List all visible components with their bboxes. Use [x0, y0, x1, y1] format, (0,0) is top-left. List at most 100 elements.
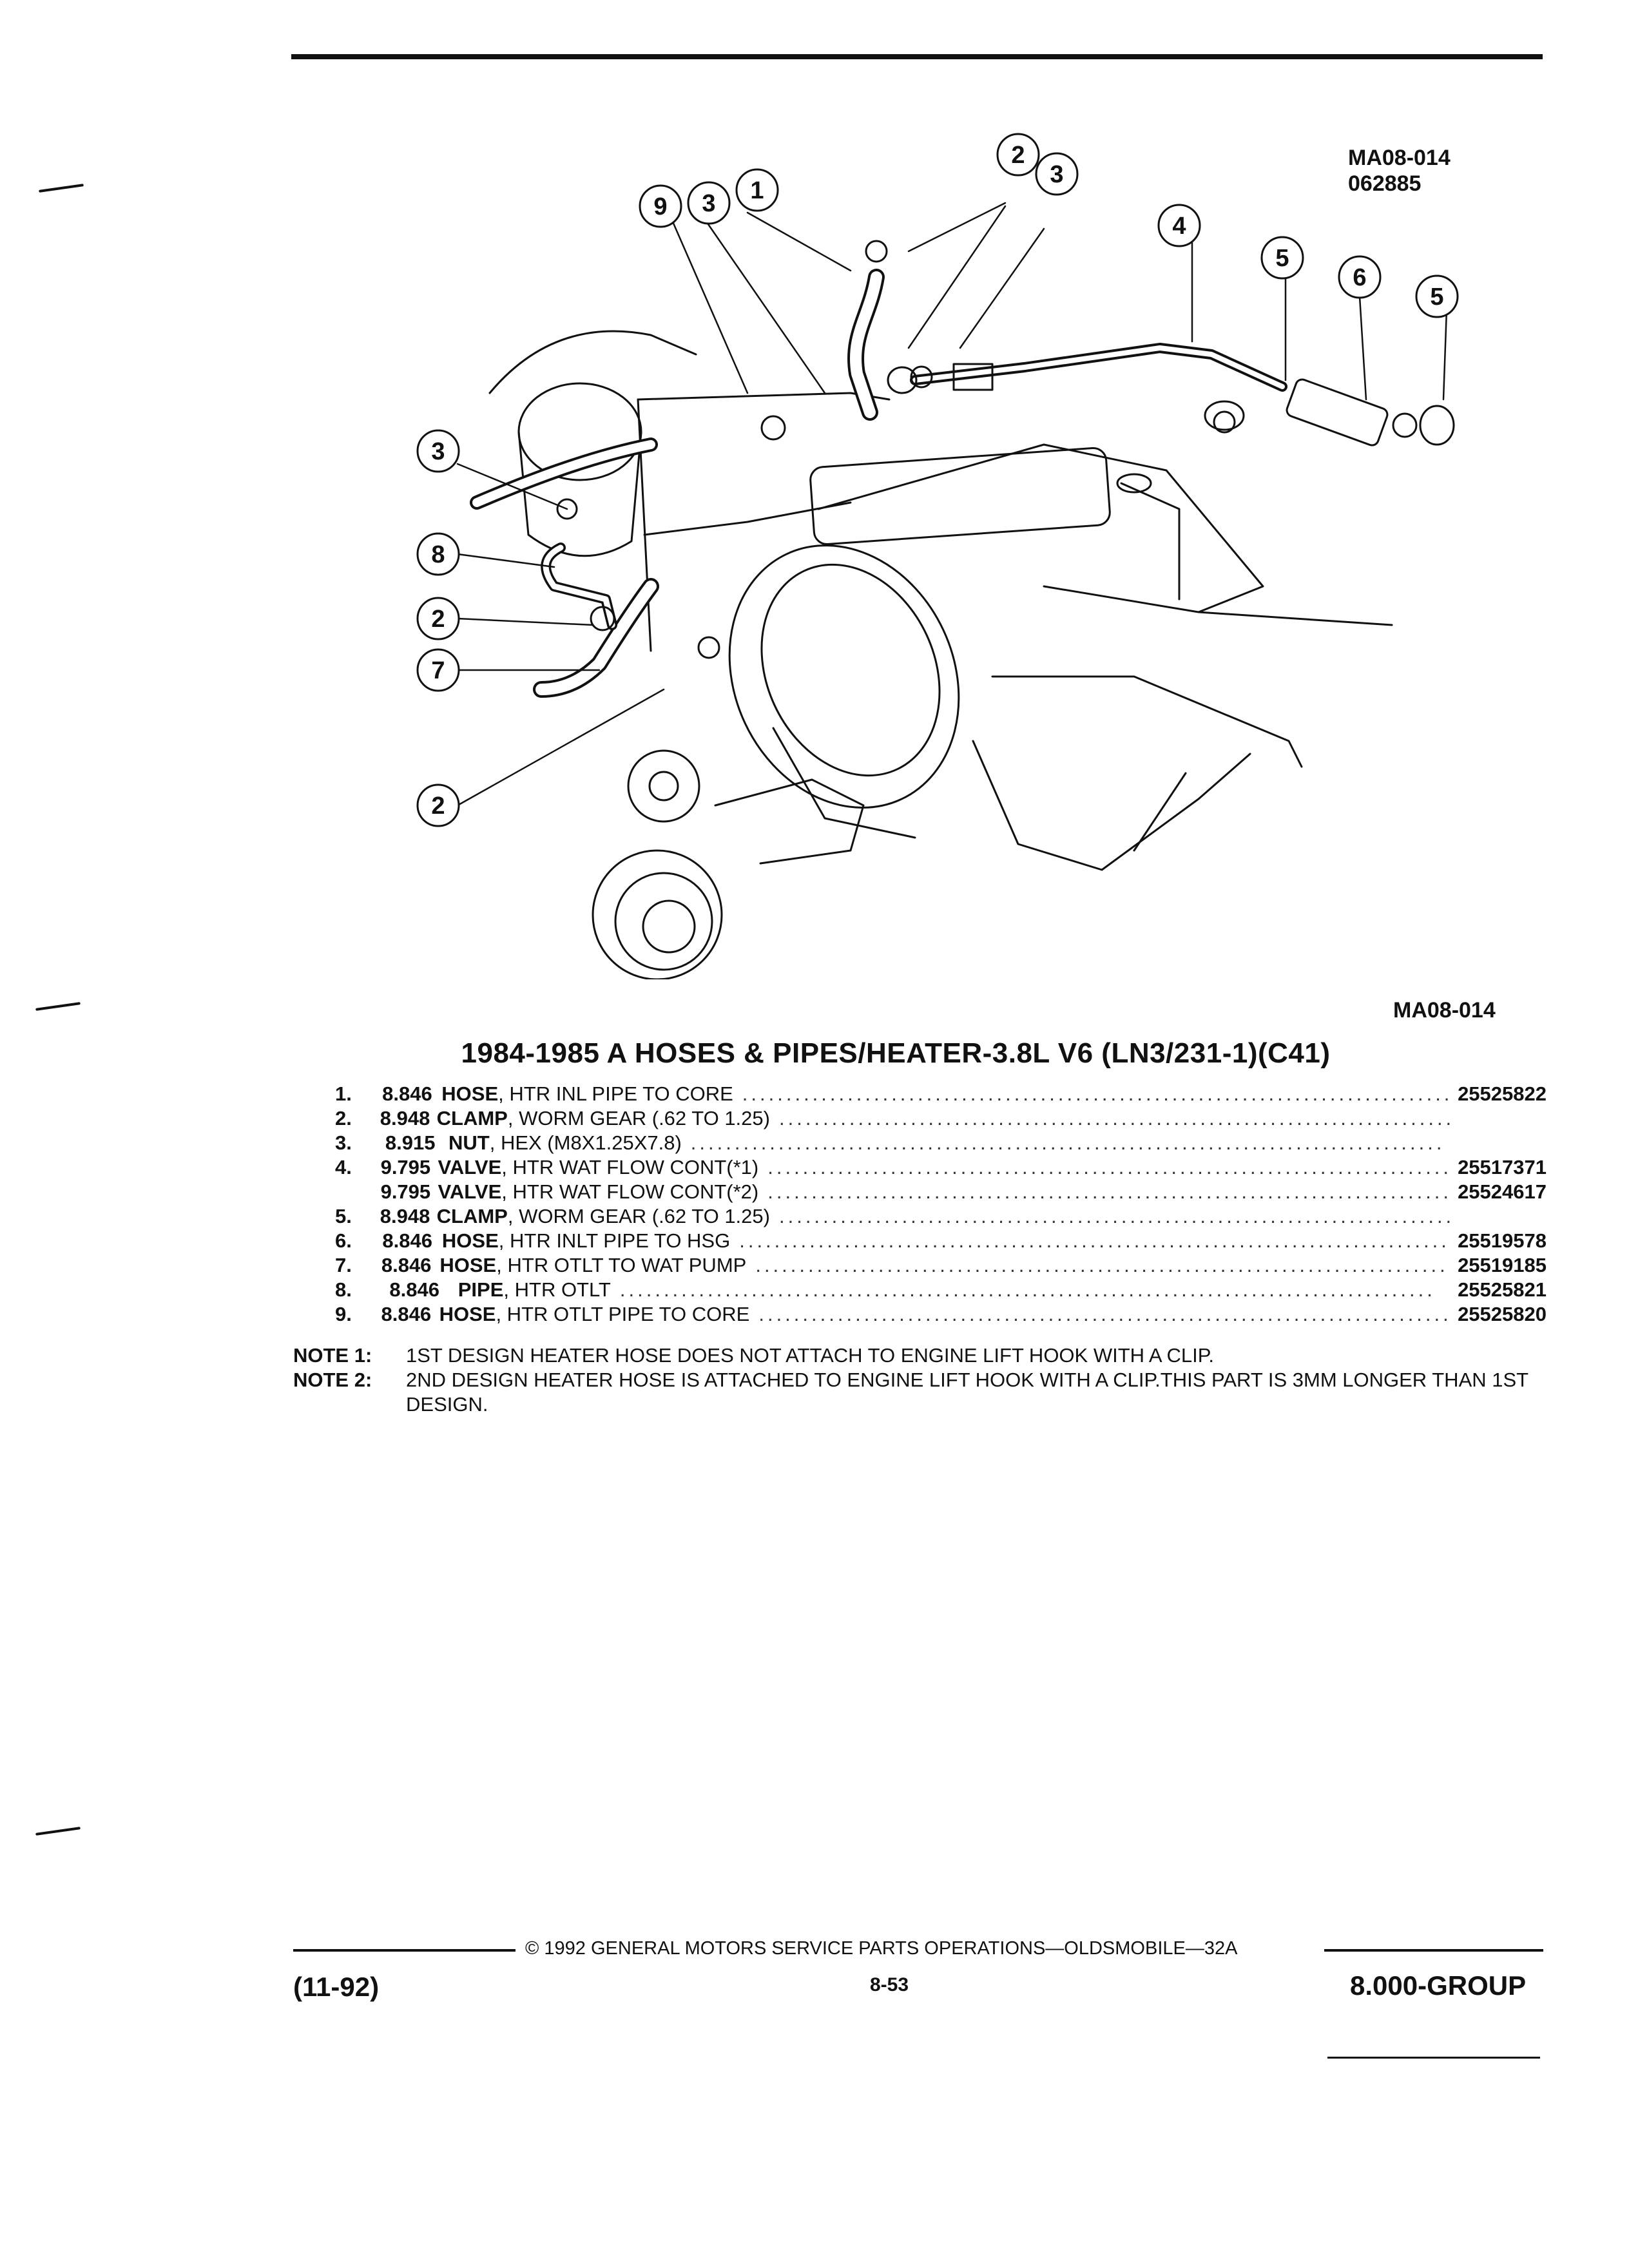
clamp-drawings	[556, 240, 1418, 659]
group-number: 8.948	[380, 1205, 430, 1227]
parts-row: 9. 8.846 HOSE, HTR OTLT PIPE TO CORE ...…	[335, 1303, 1547, 1327]
parts-list: 1. 8.846 HOSE, HTR INL PIPE TO CORE ....…	[335, 1082, 1547, 1327]
group-label: 8.000-GROUP	[1350, 1970, 1527, 2001]
svg-text:1: 1	[750, 177, 764, 204]
group-number: 8.915	[385, 1131, 436, 1154]
part-number: 25519578	[1458, 1229, 1547, 1252]
svg-text:2: 2	[431, 793, 445, 820]
parts-row: 6. 8.846 HOSE, HTR INLT PIPE TO HSG ....…	[335, 1229, 1547, 1254]
group-number: 8.846	[389, 1278, 439, 1301]
svg-text:3: 3	[702, 190, 715, 217]
callout-9	[639, 184, 682, 228]
part-number: 25525821	[1458, 1278, 1547, 1301]
leader-dots: ........................................…	[742, 1082, 1449, 1105]
section-title: 1984-1985 A HOSES & PIPES/HEATER-3.8L V6…	[461, 1037, 1331, 1069]
group-number: 8.846	[382, 1229, 432, 1252]
parts-row: 1. 8.846 HOSE, HTR INL PIPE TO CORE ....…	[335, 1082, 1547, 1107]
leader-dots: ........................................…	[767, 1180, 1449, 1203]
callout-2	[416, 597, 460, 640]
revision-date: (11-92)	[293, 1972, 380, 2002]
part-number: 25524617	[1458, 1180, 1547, 1203]
callout-6	[1338, 255, 1382, 299]
engine-heater-diagram: 9 3 1 2 3 4 5 6 5 3 8 2 7 2	[416, 133, 1459, 979]
parts-row: 2. 8.948 CLAMP, WORM GEAR (.62 TO 1.25) …	[335, 1107, 1547, 1131]
group-number: 9.795	[380, 1180, 431, 1203]
part-description: HOSE, HTR OTLT TO WAT PUMP	[439, 1254, 747, 1276]
water-pump-pulley-drawing	[592, 544, 960, 979]
leader-dots: ........................................…	[778, 1205, 1452, 1227]
part-description: HOSE, HTR INLT PIPE TO HSG	[441, 1229, 731, 1252]
parts-row: 4. 9.795 VALVE, HTR WAT FLOW CONT(*1) ..…	[335, 1156, 1547, 1180]
callout-7	[416, 648, 460, 692]
part-description: CLAMP, WORM GEAR (.62 TO 1.25)	[436, 1205, 770, 1227]
page-number: 8-53	[870, 1974, 909, 1995]
svg-text:2: 2	[1011, 142, 1025, 169]
item-number: 2.	[335, 1107, 352, 1129]
top-rule	[291, 54, 1543, 59]
svg-text:5: 5	[1430, 284, 1443, 311]
leader-dots: ........................................…	[778, 1107, 1452, 1129]
svg-text:3: 3	[431, 438, 445, 465]
part-description: VALVE, HTR WAT FLOW CONT(*1)	[438, 1156, 759, 1178]
svg-text:3: 3	[1050, 161, 1063, 188]
group-number: 8.846	[381, 1303, 432, 1325]
svg-text:4: 4	[1172, 213, 1186, 240]
leader-dots: ........................................…	[690, 1131, 1442, 1154]
group-number: 9.795	[380, 1156, 431, 1178]
svg-text:7: 7	[431, 657, 445, 684]
callout-5	[1415, 274, 1459, 318]
air-filter-drawing	[488, 330, 697, 557]
footer-bottom-rule	[1327, 2057, 1540, 2059]
copyright-line: © 1992 GENERAL MOTORS SERVICE PARTS OPER…	[525, 1938, 1238, 1959]
parts-row: 5. 8.948 CLAMP, WORM GEAR (.62 TO 1.25) …	[335, 1205, 1547, 1229]
callout-2	[416, 783, 460, 827]
leader-dots: ........................................…	[767, 1156, 1449, 1178]
callout-1	[735, 168, 779, 212]
footer-rule-left	[293, 1949, 516, 1952]
group-number: 8.948	[380, 1107, 430, 1129]
hose-drawing	[470, 269, 885, 698]
part-description: CLAMP, WORM GEAR (.62 TO 1.25)	[436, 1107, 770, 1129]
footer-rule-right	[1324, 1949, 1543, 1952]
item-number: 3.	[335, 1131, 352, 1154]
item-number: 7.	[335, 1254, 352, 1276]
svg-text:9: 9	[653, 193, 667, 220]
callout-3	[1035, 152, 1079, 196]
callout-labels: 9 3 1 2 3 4 5 6 5 3 8 2 7 2	[431, 142, 1443, 820]
part-number: 25517371	[1458, 1156, 1547, 1178]
group-number: 8.846	[382, 1082, 432, 1105]
part-number: 25519185	[1458, 1254, 1547, 1276]
callout-2	[996, 133, 1040, 177]
parts-row: 8. 8.846 PIPE, HTR OTLT ................…	[335, 1278, 1547, 1303]
binder-mark	[39, 184, 84, 193]
item-number: 9.	[335, 1303, 352, 1325]
item-number: 6.	[335, 1229, 352, 1252]
binder-mark	[35, 1827, 81, 1836]
svg-text:5: 5	[1275, 245, 1289, 272]
notes: NOTE 1: 1ST DESIGN HEATER HOSE DOES NOT …	[293, 1343, 1556, 1417]
part-description: HOSE, HTR INL PIPE TO CORE	[441, 1082, 733, 1105]
callout-circles	[416, 133, 1459, 827]
callout-5	[1260, 236, 1304, 280]
figure-date-code: 062885	[1348, 171, 1422, 196]
leader-dots: ........................................…	[739, 1229, 1448, 1252]
callout-3	[416, 429, 460, 473]
part-description: VALVE, HTR WAT FLOW CONT(*2)	[438, 1180, 759, 1203]
callout-3	[687, 181, 731, 225]
callout-4	[1157, 204, 1201, 247]
leader-dots: ........................................…	[755, 1254, 1449, 1276]
parts-row: 3. 8.915 NUT, HEX (M8X1.25X7.8) ........…	[335, 1131, 1547, 1156]
note-1: NOTE 1: 1ST DESIGN HEATER HOSE DOES NOT …	[293, 1344, 1215, 1367]
part-description: PIPE, HTR OTLT	[458, 1278, 611, 1301]
item-number: 5.	[335, 1205, 352, 1227]
part-description: HOSE, HTR OTLT PIPE TO CORE	[439, 1303, 750, 1325]
note-2: NOTE 2: 2ND DESIGN HEATER HOSE IS ATTACH…	[293, 1369, 1528, 1416]
leader-lines	[456, 202, 1448, 807]
svg-text:2: 2	[431, 606, 445, 633]
binder-mark	[35, 1002, 81, 1011]
svg-text:6: 6	[1353, 264, 1366, 291]
part-description: NUT, HEX (M8X1.25X7.8)	[448, 1131, 682, 1154]
engine-block-drawing	[637, 392, 1393, 871]
svg-text:8: 8	[431, 541, 445, 568]
callout-8	[416, 532, 460, 576]
